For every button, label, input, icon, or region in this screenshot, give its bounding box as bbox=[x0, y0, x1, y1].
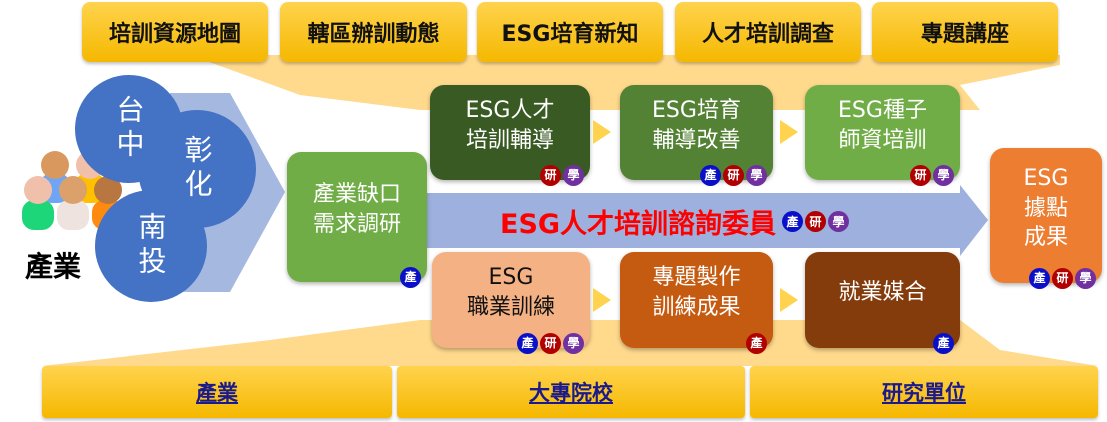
top-tab[interactable]: 轄區辦訓動態 bbox=[280, 2, 467, 62]
badge-產: 產 bbox=[782, 211, 804, 232]
badge-研: 研 bbox=[1052, 268, 1073, 289]
badge-產: 產 bbox=[700, 165, 721, 186]
badge-產: 產 bbox=[933, 333, 954, 354]
bottom-link[interactable]: 大專院校 bbox=[397, 366, 745, 418]
arrow-icon bbox=[593, 288, 611, 312]
arrow-icon bbox=[780, 120, 798, 144]
badge-研: 研 bbox=[910, 165, 931, 186]
box-text: ESG培育 輔導改善 bbox=[652, 97, 741, 153]
badge-產: 產 bbox=[517, 333, 538, 354]
box-text: 產業缺口 需求調研 bbox=[312, 182, 401, 237]
region-nantou: 南投 bbox=[95, 190, 207, 302]
badge-學: 學 bbox=[828, 211, 850, 232]
box-text: ESG人才 培訓輔導 bbox=[465, 97, 555, 153]
box-text: ESG 職業訓練 bbox=[466, 265, 555, 320]
arrow-icon bbox=[593, 120, 611, 144]
bottom-link[interactable]: 研究單位 bbox=[750, 366, 1098, 418]
bottom-link[interactable]: 產業 bbox=[42, 366, 392, 418]
committee-text: ESG人才培訓諮詢委員 bbox=[500, 209, 777, 240]
badge-研: 研 bbox=[540, 165, 561, 186]
badge-學: 學 bbox=[1075, 268, 1096, 289]
process-box: ESG 據點 成果產研學 bbox=[990, 148, 1102, 289]
people-group-icon bbox=[22, 151, 124, 230]
process-box: ESG人才 培訓輔導研學 bbox=[430, 85, 590, 186]
arrow-icon bbox=[780, 288, 798, 312]
badge-研: 研 bbox=[723, 165, 744, 186]
process-box: 產業缺口 需求調研產 bbox=[287, 152, 427, 288]
top-tab[interactable]: 專題講座 bbox=[872, 2, 1058, 62]
box-text: 就業媒合 bbox=[838, 280, 927, 306]
process-box: ESG種子 師資培訓研學 bbox=[805, 85, 960, 186]
badge-產: 產 bbox=[1029, 268, 1050, 289]
badge-研: 研 bbox=[805, 211, 827, 232]
badge-產: 產 bbox=[746, 333, 767, 354]
badge-學: 學 bbox=[746, 165, 767, 186]
badge-研: 研 bbox=[540, 333, 561, 354]
box-text: 專題製作 訓練成果 bbox=[652, 265, 741, 320]
box-text: ESG 據點 成果 bbox=[1023, 165, 1069, 251]
industry-label: 產業 bbox=[25, 250, 82, 283]
process-box: ESG 職業訓練產研學 bbox=[432, 252, 590, 354]
badge-產: 產 bbox=[400, 267, 421, 288]
committee-banner: ESG人才培訓諮詢委員 產研學 bbox=[500, 202, 850, 241]
top-tab[interactable]: 培訓資源地圖 bbox=[82, 2, 268, 62]
process-box: ESG培育 輔導改善產研學 bbox=[620, 85, 773, 186]
top-tab[interactable]: ESG培育新知 bbox=[477, 2, 663, 62]
top-tab[interactable]: 人才培訓調查 bbox=[675, 2, 861, 62]
badge-學: 學 bbox=[563, 333, 584, 354]
process-box: 就業媒合產 bbox=[805, 252, 960, 354]
box-text: ESG種子 師資培訓 bbox=[838, 97, 927, 153]
badge-學: 學 bbox=[933, 165, 954, 186]
badge-學: 學 bbox=[563, 165, 584, 186]
process-box: 專題製作 訓練成果產 bbox=[620, 252, 773, 354]
